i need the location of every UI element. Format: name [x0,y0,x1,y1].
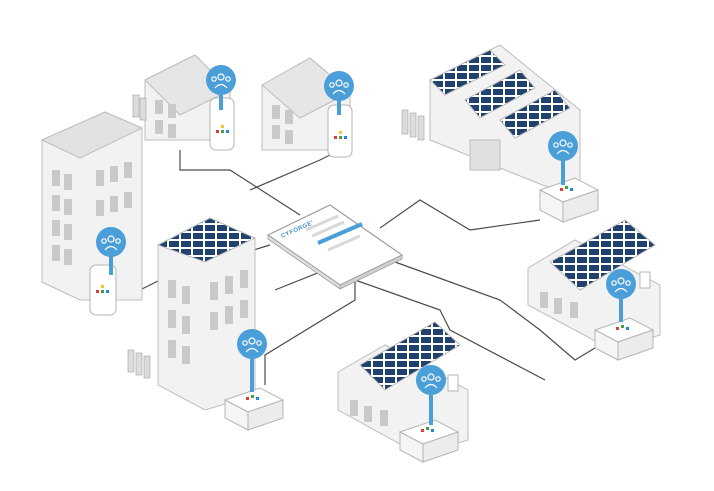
ev-chargers [401,109,425,141]
community-icon[interactable] [206,65,236,95]
central-tablet[interactable]: CYFORGE’ [266,204,404,290]
line-office-solar [264,271,356,385]
battery-wallbox [89,264,117,316]
battery-unit [398,419,460,463]
battery-unit [223,387,285,431]
line-house-top-middle [249,154,331,191]
community-icon[interactable] [324,71,354,101]
line-house-right [394,261,601,361]
house-solar-bottom [337,321,469,463]
office-tower-left [40,111,144,316]
ev-chargers [132,94,147,121]
line-house-top-left [179,150,301,216]
community-icon[interactable] [96,227,126,257]
community-icon[interactable] [548,131,578,161]
battery-unit [538,177,600,223]
community-icon[interactable] [237,329,267,359]
community-icon[interactable] [606,269,636,299]
ev-chargers [127,349,151,379]
house-top-left [132,54,236,151]
factory-solar [401,44,600,223]
house-top-middle [261,57,354,158]
office-tower-solar [127,217,285,431]
battery-unit [593,317,655,361]
house-solar-right [527,219,661,361]
line-house-bottom [354,279,546,381]
line-factory [379,199,541,231]
community-icon[interactable] [416,365,446,395]
